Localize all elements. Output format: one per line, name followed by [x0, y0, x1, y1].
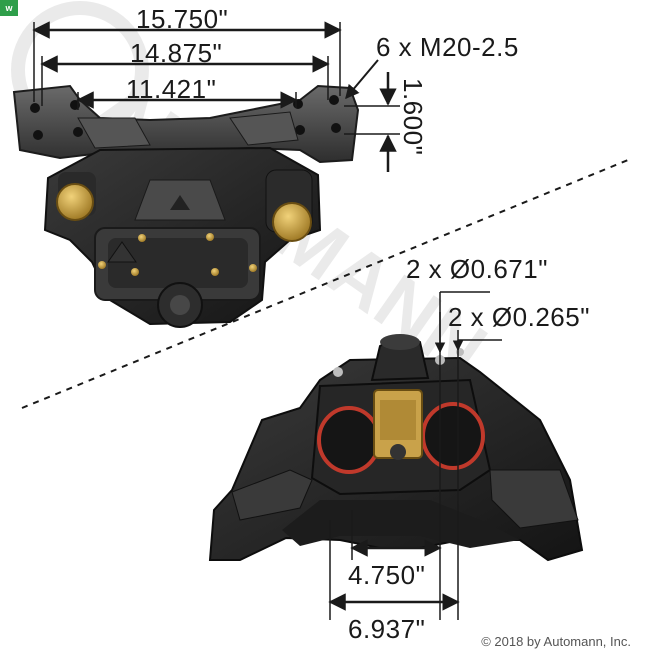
- dim-lines-bottom: [328, 291, 502, 620]
- dim-label-15750: 15.750": [136, 4, 229, 34]
- dim-label-6937: 6.937": [348, 614, 426, 644]
- dim-label-11421: 11.421": [126, 74, 217, 104]
- dim-label-thread: 6 x M20-2.5: [376, 32, 519, 62]
- dim-label-hole-265: 2 x Ø0.265": [448, 302, 590, 332]
- dim-label-hole-671: 2 x Ø0.671": [406, 254, 548, 284]
- copyright-text: © 2018 by Automann, Inc.: [481, 634, 631, 649]
- dim-lines-top: [32, 21, 400, 172]
- dim-label-4750: 4.750": [348, 560, 426, 590]
- dim-label-1600: 1.600": [398, 78, 428, 156]
- separator-line: [21, 159, 629, 409]
- caliper-bottom-view: [208, 334, 584, 562]
- caliper-top-view: [12, 84, 360, 328]
- corner-badge: w: [0, 0, 18, 16]
- dim-label-14875: 14.875": [130, 38, 223, 68]
